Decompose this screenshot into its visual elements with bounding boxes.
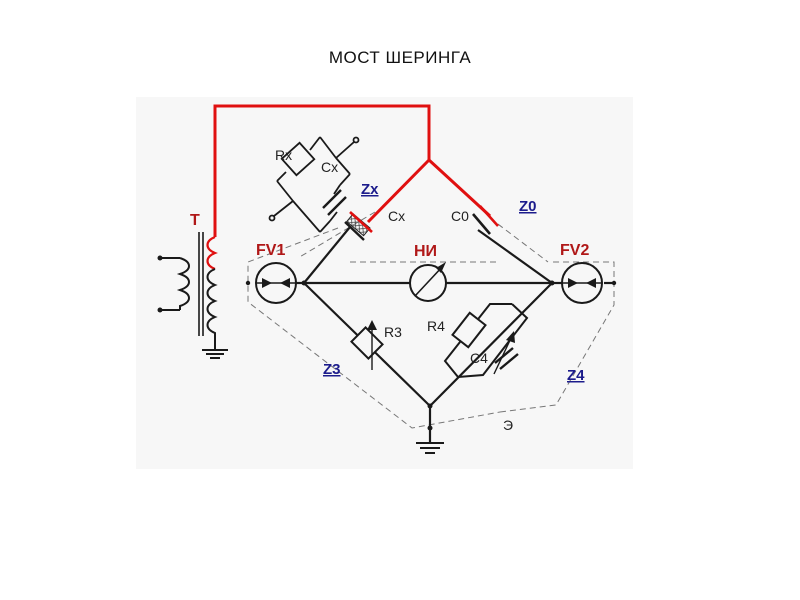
terminal-nodes <box>245 280 617 431</box>
arrester-fv1 <box>255 262 297 304</box>
label-fv2: FV2 <box>560 242 589 259</box>
arrester-fv2 <box>561 262 603 304</box>
page-title: МОСТ ШЕРИНГА <box>328 48 472 67</box>
label-rx: Rx <box>275 147 292 163</box>
resistor-r3 <box>350 320 384 370</box>
label-z0: Z0 <box>519 198 537 215</box>
label-e: Э <box>503 417 513 433</box>
label-zx: Zx <box>361 181 379 198</box>
label-c0: C0 <box>451 208 469 224</box>
label-r4: R4 <box>427 318 445 334</box>
label-fv1: FV1 <box>256 242 285 259</box>
capacitor-c0 <box>472 205 499 235</box>
label-z3: Z3 <box>323 361 341 378</box>
label-r3: R3 <box>384 324 402 340</box>
r4-c4-parallel <box>443 303 529 378</box>
label-z4: Z4 <box>567 367 585 384</box>
shield-dashed-outline <box>247 211 615 429</box>
label-cx-box: Cx <box>321 159 338 175</box>
label-ni: НИ <box>414 243 437 260</box>
rx-cx-parallel-inset <box>268 136 360 233</box>
label-cx: Cx <box>388 208 405 224</box>
schering-bridge-diagram: Т FV1 FV2 НИ Э Rx Cx Cx C0 R3 R4 C4 Zx Z… <box>136 97 633 469</box>
label-c4: C4 <box>470 350 488 366</box>
label-transformer-t: Т <box>190 212 200 229</box>
null-indicator-ni <box>409 262 447 302</box>
ground-symbol <box>416 442 444 454</box>
capacitor-cx <box>344 211 373 241</box>
transformer-t <box>157 232 228 359</box>
